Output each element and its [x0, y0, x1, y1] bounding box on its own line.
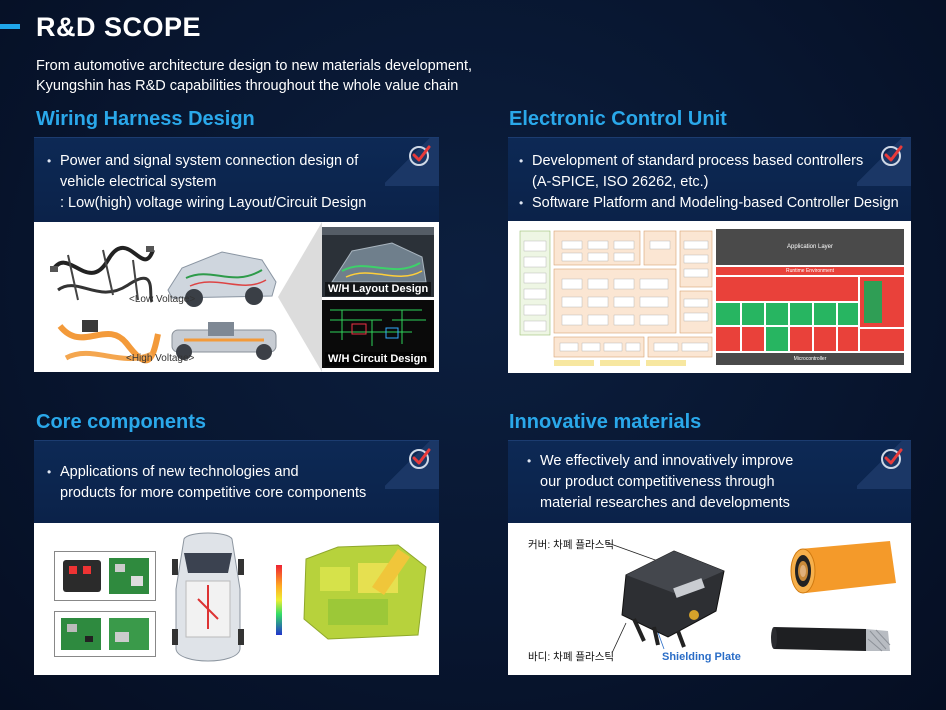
orange-cable-image [790, 541, 896, 594]
shielding-plate-label: Shielding Plate [662, 651, 741, 663]
car-top-view-image [172, 532, 244, 662]
cover-label: 커버: 차폐 플라스틱 [528, 539, 615, 551]
layout-design-screen: W/H Layout Design [322, 227, 434, 297]
wiring-bullet-line-1: Power and signal system connection desig… [60, 153, 359, 169]
microcontroller-block: Microcontroller [716, 353, 904, 365]
low-voltage-harness-image [50, 245, 155, 303]
core-check-badge [385, 441, 439, 489]
checkmark-circle-icon [409, 448, 431, 469]
high-voltage-label: <High Voltage> [126, 353, 195, 364]
materials-bullet-line-1: We effectively and innovatively improve [540, 453, 794, 469]
ecu-image-panel: Application Layer Runtime Environment Mi… [508, 221, 911, 373]
layout-design-label: W/H Layout Design [325, 282, 432, 296]
wiring-bullet-line-3: : Low(high) voltage wiring Layout/Circui… [60, 195, 367, 211]
low-voltage-car-image [167, 251, 277, 307]
wiring-text-panel: Power and signal system connection desig… [34, 137, 439, 223]
ecu-bullet-1-line-1: Development of standard process based co… [532, 153, 864, 169]
materials-bullet: We effectively and innovatively improve … [526, 451, 911, 514]
thermal-simulation-image [303, 544, 427, 640]
core-bullet: Applications of new technologies and pro… [46, 462, 439, 504]
materials-heading: Innovative materials [509, 411, 702, 433]
high-voltage-harness-image [57, 320, 161, 364]
thermal-legend-image [276, 565, 282, 635]
wiring-bullet: Power and signal system connection desig… [46, 151, 439, 214]
circuit-design-screen: W/H Circuit Design [322, 300, 434, 368]
subtitle-line-1: From automotive architecture design to n… [36, 58, 473, 74]
materials-bullet-line-2: our product competitiveness through [540, 474, 775, 490]
ecu-check-badge [857, 138, 911, 186]
circuit-design-label: W/H Circuit Design [325, 352, 431, 366]
core-bullet-line-2: products for more competitive core compo… [60, 485, 367, 501]
ecu-bullet-2: Software Platform and Modeling-based Con… [518, 193, 911, 214]
checkmark-circle-icon [409, 145, 431, 166]
page-title: R&D SCOPE [36, 12, 202, 42]
ecu-software-stack: Application Layer Runtime Environment Mi… [716, 229, 904, 365]
low-voltage-label: <Low Voltage> [129, 294, 196, 305]
checkmark-circle-icon [881, 448, 903, 469]
junction-box-image-1 [63, 558, 149, 594]
body-label: 바디: 차폐 플라스틱 [528, 651, 615, 663]
core-heading: Core components [36, 411, 207, 433]
materials-bullet-line-3: material researches and developments [540, 495, 790, 511]
ecu-process-diagram [518, 227, 714, 367]
subtitle-line-2: Kyungshin has R&D capabilities throughou… [36, 78, 459, 94]
core-image-panel [34, 523, 439, 675]
junction-box-photo-1 [54, 551, 156, 601]
arrow-wedge-shape [278, 222, 322, 372]
high-voltage-chassis-image [171, 322, 277, 360]
page-subtitle: From automotive architecture design to n… [36, 56, 556, 96]
wiring-heading: Wiring Harness Design [36, 108, 255, 130]
pcb-image-2 [61, 618, 149, 650]
black-cable-image [771, 627, 891, 652]
checkmark-circle-icon [881, 145, 903, 166]
shielded-housing-image [621, 550, 725, 648]
ecu-heading: Electronic Control Unit [509, 108, 727, 130]
core-bullet-line-1: Applications of new technologies and [60, 464, 299, 480]
pcb-photo-2 [54, 611, 156, 657]
materials-text-panel: We effectively and innovatively improve … [508, 440, 911, 524]
bsw-module-grid [716, 277, 904, 351]
materials-image-panel: 커버: 차폐 플라스틱 바디: 차폐 플라스틱 Shielding Plate [508, 523, 911, 675]
accent-bar [0, 24, 20, 29]
circuit-design-image [330, 309, 426, 346]
wiring-image-panel: <Low Voltage> <High Voltage> W/H Layout … [34, 222, 439, 372]
core-text-panel: Applications of new technologies and pro… [34, 440, 439, 524]
application-layer-block: Application Layer [716, 229, 904, 265]
ecu-bullet-1: Development of standard process based co… [518, 151, 911, 193]
ecu-text-panel: Development of standard process based co… [508, 137, 911, 222]
wiring-check-badge [385, 138, 439, 186]
wiring-bullet-line-2: vehicle electrical system [60, 174, 217, 190]
ecu-bullet-1-line-2: (A-SPICE, ISO 26262, etc.) [532, 174, 709, 190]
runtime-environment-block: Runtime Environment [716, 267, 904, 275]
materials-check-badge [857, 441, 911, 489]
